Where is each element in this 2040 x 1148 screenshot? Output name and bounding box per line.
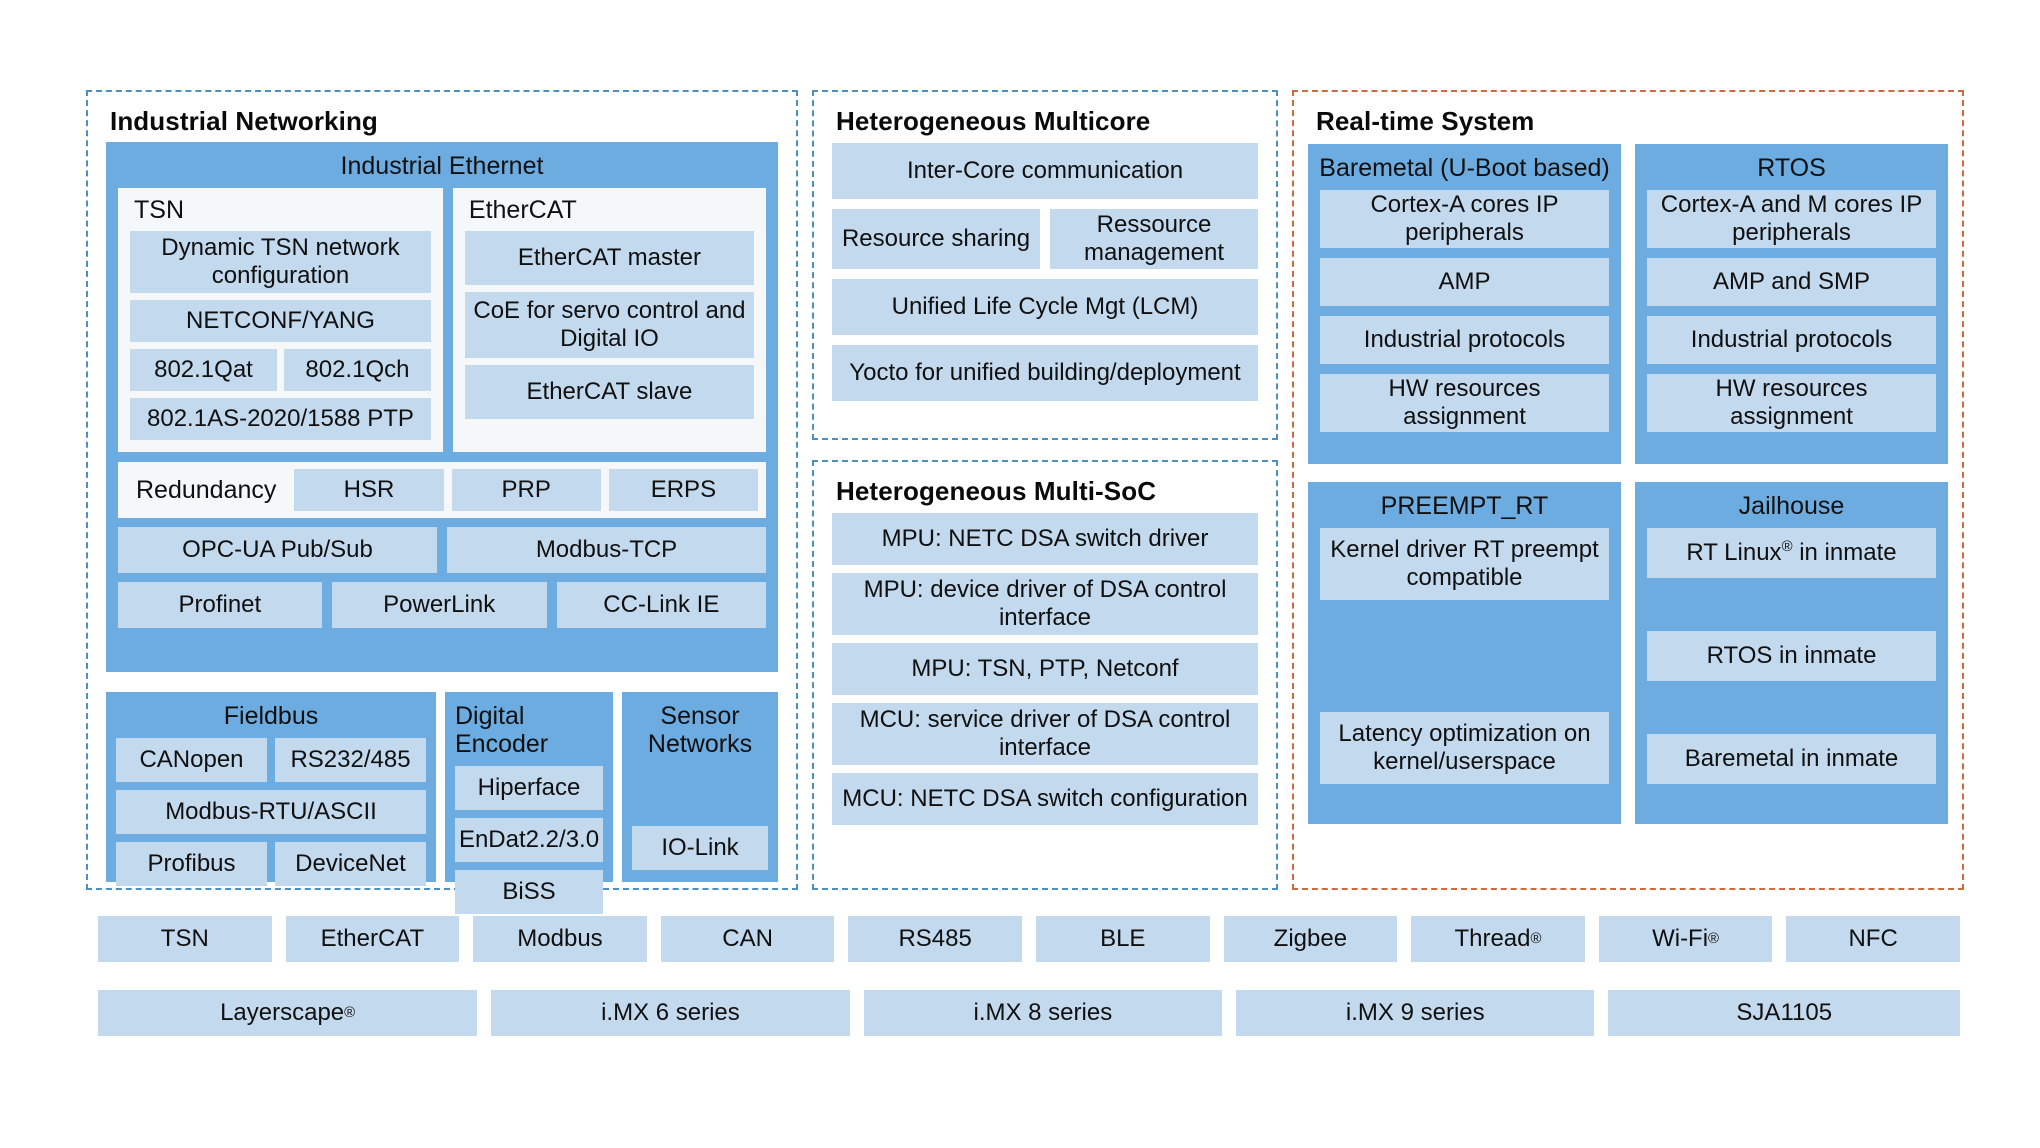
group-title-jailhouse: Jailhouse — [1738, 492, 1845, 520]
chip-ressource-management[interactable]: Ressource management — [1050, 209, 1258, 269]
subgroup-title-tsn: TSN — [134, 196, 184, 224]
chip-platform-layerscape[interactable]: Layerscape® — [98, 990, 478, 1036]
group-title-sensor-networks: Sensor Networks — [647, 702, 753, 758]
group-preempt-rt: PREEMPT_RT Kernel driver RT preempt comp… — [1308, 482, 1621, 824]
chip-endat-2-2-3-0[interactable]: EnDat2.2/3.0 — [455, 818, 603, 862]
chip-rtos-in-inmate[interactable]: RTOS in inmate — [1647, 631, 1936, 681]
group-rtos: RTOS Cortex-A and M cores IP peripherals… — [1635, 144, 1948, 464]
chip-profinet[interactable]: Profinet — [118, 582, 322, 628]
chip-baremetal-cortex-a-cores-ip-peripherals[interactable]: Cortex-A cores IP peripherals — [1320, 190, 1609, 248]
platform-row: Layerscape® i.MX 6 series i.MX 8 series … — [98, 990, 1960, 1036]
chip-rtos-cortex-a-and-m-cores-ip-peripherals[interactable]: Cortex-A and M cores IP peripherals — [1647, 190, 1936, 248]
chip-modbus-tcp[interactable]: Modbus-TCP — [447, 527, 766, 573]
chip-powerlink[interactable]: PowerLink — [331, 582, 547, 628]
chip-protocol-can[interactable]: CAN — [660, 916, 835, 962]
chip-baremetal-hw-resources-assignment[interactable]: HW resources assignment — [1320, 374, 1609, 432]
panel-title-industrial-networking: Industrial Networking — [110, 106, 378, 136]
panel-real-time-system: Real-time System Baremetal (U-Boot based… — [1292, 90, 1964, 890]
chip-802-1qch[interactable]: 802.1Qch — [283, 349, 431, 391]
chip-mpu-netc-dsa-switch-driver[interactable]: MPU: NETC DSA switch driver — [832, 513, 1258, 565]
chip-cc-link-ie[interactable]: CC-Link IE — [556, 582, 766, 628]
chip-canopen[interactable]: CANopen — [116, 738, 267, 782]
chip-latency-optimization-kernel-userspace[interactable]: Latency optimization on kernel/userspace — [1320, 712, 1609, 784]
panel-heterogeneous-multicore: Heterogeneous Multicore Inter-Core commu… — [812, 90, 1278, 440]
chip-kernel-driver-rt-preempt-compatible[interactable]: Kernel driver RT preempt compatible — [1320, 528, 1609, 600]
chip-rtos-industrial-protocols[interactable]: Industrial protocols — [1647, 316, 1936, 364]
chip-platform-imx6[interactable]: i.MX 6 series — [491, 990, 850, 1036]
chip-unified-life-cycle-mgt[interactable]: Unified Life Cycle Mgt (LCM) — [832, 279, 1258, 335]
chip-protocol-modbus[interactable]: Modbus — [473, 916, 647, 962]
subgroup-redundancy: Redundancy HSR PRP ERPS — [118, 462, 766, 518]
chip-coe-for-servo-control-and-digital-io[interactable]: CoE for servo control and Digital IO — [464, 292, 754, 358]
subgroup-title-redundancy: Redundancy — [136, 475, 277, 504]
panel-title-heterogeneous-multi-soc: Heterogeneous Multi-SoC — [836, 476, 1157, 506]
chip-mcu-service-driver-dsa-control-interface[interactable]: MCU: service driver of DSA control inter… — [832, 703, 1258, 765]
chip-protocol-thread[interactable]: Thread® — [1411, 916, 1585, 962]
chip-rt-linux-in-inmate[interactable]: RT Linux® in inmate — [1647, 528, 1936, 578]
chip-ethercat-master[interactable]: EtherCAT master — [464, 231, 754, 285]
chip-hsr[interactable]: HSR — [294, 469, 444, 511]
chip-prp[interactable]: PRP — [451, 469, 601, 511]
chip-802-1qat[interactable]: 802.1Qat — [130, 349, 277, 391]
chip-protocol-rs485[interactable]: RS485 — [848, 916, 1022, 962]
chip-rs232-485[interactable]: RS232/485 — [275, 738, 426, 782]
chip-opc-ua-pub-sub[interactable]: OPC-UA Pub/Sub — [118, 527, 437, 573]
chip-rtos-amp-and-smp[interactable]: AMP and SMP — [1647, 258, 1936, 306]
chip-mpu-tsn-ptp-netconf[interactable]: MPU: TSN, PTP, Netconf — [832, 643, 1258, 695]
group-title-rtos: RTOS — [1757, 154, 1826, 182]
chip-ethercat-slave[interactable]: EtherCAT slave — [464, 365, 754, 419]
chip-protocol-nfc[interactable]: NFC — [1786, 916, 1960, 962]
chip-label-rt-linux: RT Linux® in inmate — [1686, 539, 1897, 567]
protocol-row: TSN EtherCAT Modbus CAN RS485 BLE Zigbee… — [98, 916, 1960, 962]
subgroup-title-ethercat: EtherCAT — [468, 196, 577, 224]
group-fieldbus-row: Fieldbus CANopen RS232/485 Modbus-RTU/AS… — [106, 692, 778, 914]
chip-protocol-tsn[interactable]: TSN — [98, 916, 272, 962]
chip-profibus[interactable]: Profibus — [116, 842, 267, 886]
group-sensor-networks: Sensor Networks IO-Link — [622, 692, 778, 882]
chip-biss[interactable]: BiSS — [455, 870, 603, 914]
panel-heterogeneous-multi-soc: Heterogeneous Multi-SoC MPU: NETC DSA sw… — [812, 460, 1278, 890]
chip-netconf-yang[interactable]: NETCONF/YANG — [130, 300, 431, 342]
group-title-preempt-rt: PREEMPT_RT — [1380, 492, 1549, 520]
chip-protocol-zigbee[interactable]: Zigbee — [1223, 916, 1398, 962]
chip-protocol-ethercat[interactable]: EtherCAT — [285, 916, 460, 962]
chip-erps[interactable]: ERPS — [608, 469, 758, 511]
group-title-baremetal: Baremetal (U-Boot based) — [1319, 154, 1610, 182]
chip-baremetal-amp[interactable]: AMP — [1320, 258, 1609, 306]
chip-io-link[interactable]: IO-Link — [632, 826, 768, 870]
chip-802-1as-2020-1588-ptp[interactable]: 802.1AS-2020/1588 PTP — [130, 398, 431, 440]
group-baremetal: Baremetal (U-Boot based) Cortex-A cores … — [1308, 144, 1621, 464]
subgroup-ethercat: EtherCAT EtherCAT master CoE for servo c… — [452, 188, 766, 452]
chip-rtos-hw-resources-assignment[interactable]: HW resources assignment — [1647, 374, 1936, 432]
panel-title-heterogeneous-multicore: Heterogeneous Multicore — [836, 106, 1151, 136]
group-title-fieldbus: Fieldbus — [223, 702, 319, 730]
chip-baremetal-in-inmate[interactable]: Baremetal in inmate — [1647, 734, 1936, 784]
group-industrial-ethernet: Industrial Ethernet TSN Dynamic TSN netw… — [106, 142, 778, 672]
panel-title-real-time-system: Real-time System — [1316, 106, 1535, 136]
chip-modbus-rtu-ascii[interactable]: Modbus-RTU/ASCII — [116, 790, 426, 834]
chip-inter-core-communication[interactable]: Inter-Core communication — [832, 143, 1258, 199]
chip-platform-imx8[interactable]: i.MX 8 series — [863, 990, 1223, 1036]
chip-protocol-wifi[interactable]: Wi-Fi® — [1598, 916, 1773, 962]
chip-dynamic-tsn-network-configuration[interactable]: Dynamic TSN network configuration — [130, 231, 431, 293]
chip-platform-imx9[interactable]: i.MX 9 series — [1236, 990, 1595, 1036]
chip-protocol-ble[interactable]: BLE — [1035, 916, 1210, 962]
group-title-digital-encoder: Digital Encoder — [455, 702, 549, 758]
chip-mpu-device-driver-dsa-control-interface[interactable]: MPU: device driver of DSA control interf… — [832, 573, 1258, 635]
group-fieldbus: Fieldbus CANopen RS232/485 Modbus-RTU/AS… — [106, 692, 436, 886]
chip-hiperface[interactable]: Hiperface — [455, 766, 603, 810]
chip-baremetal-industrial-protocols[interactable]: Industrial protocols — [1320, 316, 1609, 364]
chip-yocto-unified-building-deployment[interactable]: Yocto for unified building/deployment — [832, 345, 1258, 401]
group-jailhouse: Jailhouse RT Linux® in inmate RTOS in in… — [1635, 482, 1948, 824]
chip-devicenet[interactable]: DeviceNet — [275, 842, 426, 886]
subgroup-tsn: TSN Dynamic TSN network configuration NE… — [118, 188, 443, 452]
chip-mcu-netc-dsa-switch-configuration[interactable]: MCU: NETC DSA switch configuration — [832, 773, 1258, 825]
group-digital-encoder: Digital Encoder Hiperface EnDat2.2/3.0 B… — [445, 692, 613, 914]
panel-industrial-networking: Industrial Networking Industrial Etherne… — [86, 90, 798, 914]
chip-resource-sharing[interactable]: Resource sharing — [832, 209, 1040, 269]
chip-platform-sja1105[interactable]: SJA1105 — [1608, 990, 1960, 1036]
group-title-industrial-ethernet: Industrial Ethernet — [340, 152, 544, 180]
